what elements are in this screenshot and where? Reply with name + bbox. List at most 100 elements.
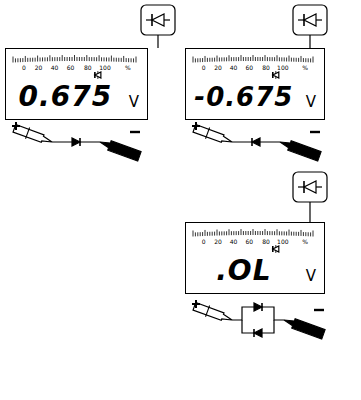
diode-symbol [304, 14, 316, 26]
diode-symbol [72, 138, 80, 146]
bargraph-tick [207, 58, 208, 62]
minus-sign [314, 309, 324, 311]
bargraph-tick [209, 232, 210, 236]
bargraph-tick [245, 57, 246, 61]
bargraph-tick [274, 57, 275, 61]
bargraph-tick [96, 57, 97, 61]
diode-symbol [304, 181, 316, 193]
bargraph-tick [269, 231, 270, 235]
bargraph-tick [47, 57, 48, 61]
bargraph-tick [219, 231, 220, 235]
plus-sign [15, 122, 17, 130]
diode-triangle [254, 329, 262, 337]
bargraph-tick [260, 57, 261, 61]
diode-bar [151, 14, 153, 26]
bargraph-tick [42, 57, 43, 61]
diode-symbol [254, 303, 262, 311]
diode-bar [303, 181, 305, 193]
bargraph-tick [313, 57, 314, 63]
bargraph-tick [205, 230, 206, 236]
bargraph-tick [265, 229, 266, 235]
diode-triangle [152, 14, 164, 26]
plus-sign [195, 122, 197, 130]
bargraph-tick [289, 230, 290, 236]
bargraph-tick [101, 57, 102, 61]
diode-bar [94, 72, 96, 78]
bargraph-tick [136, 57, 137, 63]
bargraph-tick [248, 57, 249, 61]
bargraph-tick [126, 58, 127, 62]
bargraph-tick [296, 232, 297, 236]
bargraph-tick [212, 232, 213, 236]
diode-bar [251, 138, 253, 146]
bargraph-tick [286, 57, 287, 61]
scale-number: 0 [202, 238, 206, 245]
scale-number: % [302, 238, 308, 245]
bargraph-tick [313, 231, 314, 237]
bargraph-tick [94, 57, 95, 61]
diode-triangle [304, 181, 316, 193]
bargraph-tick [286, 231, 287, 235]
diode-bar [79, 138, 81, 146]
bargraph-tick [13, 57, 14, 63]
scale-number: % [302, 64, 308, 71]
bargraph-tick [265, 55, 266, 61]
unit-label: V [129, 93, 139, 111]
bargraph-tick [111, 56, 112, 62]
bargraph-tick [209, 58, 210, 62]
bargraph-tick [250, 57, 251, 61]
diode-bar [261, 303, 263, 311]
bargraph-tick [301, 56, 302, 62]
bargraph-tick [279, 231, 280, 235]
scale-number: 80 [262, 64, 270, 71]
bargraph-tick [279, 57, 280, 61]
bargraph-tick [305, 232, 306, 236]
bargraph-tick [64, 57, 65, 61]
bargraph-tick [298, 58, 299, 62]
bargraph-tick [241, 229, 242, 235]
plus-sign [195, 300, 197, 308]
bargraph-tick [57, 57, 58, 61]
bargraph-tick [212, 58, 213, 62]
bargraph-tick [91, 57, 92, 61]
bargraph-tick [262, 57, 263, 61]
negative-probe [98, 137, 141, 161]
scale-number: 60 [245, 238, 253, 245]
bargraph-tick [44, 57, 45, 61]
bargraph-tick [231, 231, 232, 235]
scale-number: 20 [35, 64, 43, 71]
bargraph-tick [131, 58, 132, 62]
positive-probe [192, 123, 234, 148]
diode-symbol [273, 72, 279, 78]
bargraph-tick [226, 57, 227, 61]
diode-triangle [72, 138, 80, 146]
scale-number: 100 [277, 238, 288, 245]
scale-number: 40 [230, 238, 238, 245]
negative-probe [282, 315, 325, 339]
diode-triangle [95, 72, 101, 78]
bargraph-tick [305, 58, 306, 62]
bargraph-tick [281, 57, 282, 61]
bargraph-tick [289, 56, 290, 62]
diode-bar [272, 72, 274, 78]
bargraph-tick [207, 232, 208, 236]
bargraph-tick [40, 57, 41, 61]
bargraph-tick [200, 58, 201, 62]
positive-probe [12, 123, 54, 148]
bargraph-tick [197, 232, 198, 236]
bargraph-tick [221, 231, 222, 235]
bargraph-tick [121, 58, 122, 62]
bargraph-tick [231, 57, 232, 61]
bargraph-tick [269, 57, 270, 61]
lcd-display: .OLV020406080100% [185, 222, 325, 294]
bargraph-tick [106, 57, 107, 61]
bargraph-tick [291, 58, 292, 62]
bargraph-tick [197, 58, 198, 62]
bargraph-tick [35, 58, 36, 62]
bargraph-tick [296, 58, 297, 62]
bargraph-tick [113, 58, 114, 62]
lcd-display: -0.675V020406080100% [185, 48, 325, 120]
bargraph-tick [253, 55, 254, 61]
bargraph-tick [195, 232, 196, 236]
scale-number: 0 [22, 64, 26, 71]
